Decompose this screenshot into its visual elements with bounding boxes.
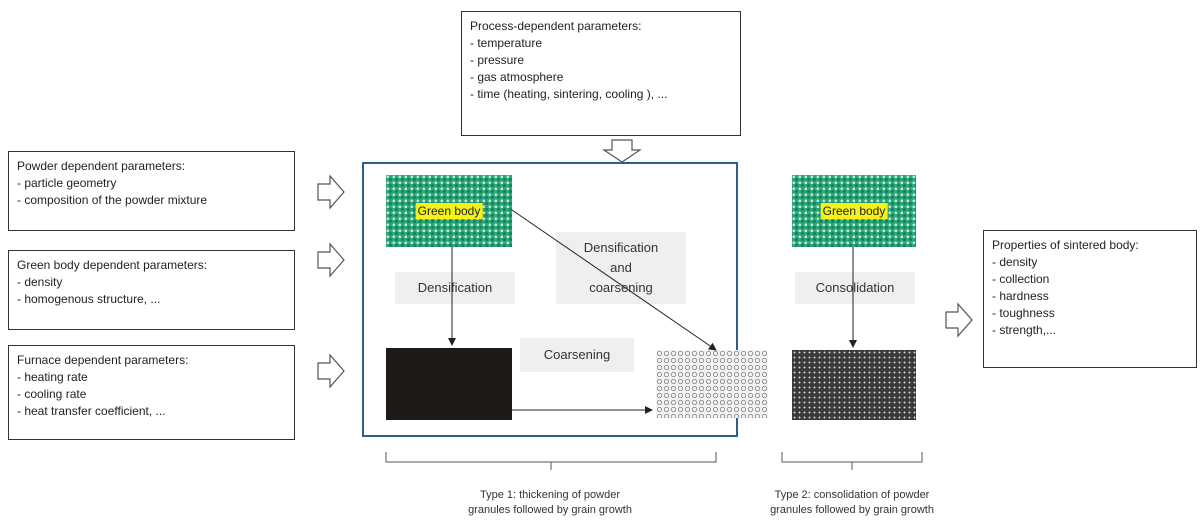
property-item: - hardness [992, 289, 1049, 303]
process-item: - temperature [470, 36, 543, 50]
type2-brace [781, 452, 923, 470]
green-body-parameters-box: Green body dependent parameters: - densi… [8, 250, 295, 330]
green-body-parameters-title: Green body dependent parameters: [17, 258, 208, 272]
green-body-item: - density [17, 275, 63, 289]
type1-brace [385, 452, 717, 470]
green-body-left-label: Green body [415, 203, 483, 219]
densification-text: Densification [417, 280, 493, 295]
process-parameters-box: Process-dependent parameters: - temperat… [461, 11, 741, 136]
type1-caption-line: Type 1: thickening of powder [479, 489, 621, 501]
process-item: - gas atmosphere [470, 70, 564, 84]
process-parameters-title: Process-dependent parameters: [470, 19, 642, 33]
green-body-item: - homogenous structure, ... [17, 292, 161, 306]
furnace-parameters-box: Furnace dependent parameters: - heating … [8, 345, 295, 440]
furnace-parameters-title: Furnace dependent parameters: [17, 353, 189, 367]
coarsening-text: Coarsening [543, 347, 611, 362]
densification-coarsening-arrow [511, 209, 717, 351]
input-arrow-icon [317, 174, 345, 210]
property-item: - density [992, 255, 1038, 269]
property-item: - collection [992, 272, 1050, 286]
consolidated-sample [792, 350, 916, 420]
type2-caption: Type 2: consolidation of powder granules… [722, 488, 982, 518]
input-arrow-icon [602, 139, 642, 163]
densified-sample [386, 348, 512, 420]
sintered-properties-box: Properties of sintered body: - density -… [983, 230, 1197, 368]
process-item: - time (heating, sintering, cooling ), .… [470, 87, 668, 101]
furnace-item: - cooling rate [17, 387, 87, 401]
powder-item: - composition of the powder mixture [17, 193, 208, 207]
densification-label: Densification [395, 272, 515, 304]
type1-caption: Type 1: thickening of powder granules fo… [420, 488, 680, 518]
powder-item: - particle geometry [17, 176, 117, 190]
densification-coarsening-label: Densification and coarsening [556, 232, 686, 304]
output-arrow-icon [945, 302, 973, 338]
green-body-right-sample: Green body [792, 175, 916, 247]
process-item: - pressure [470, 53, 525, 67]
type1-caption-line: granules followed by grain growth [468, 504, 632, 516]
type2-caption-line: granules followed by grain growth [770, 504, 934, 516]
type2-caption-line: Type 2: consolidation of powder [774, 489, 930, 501]
consolidation-label: Consolidation [795, 272, 915, 304]
green-body-right-label: Green body [820, 203, 888, 219]
densification-coarsening-line: coarsening [589, 280, 653, 295]
densification-coarsening-line: Densification [583, 240, 659, 255]
coarsened-sample [656, 350, 768, 418]
property-item: - toughness [992, 306, 1055, 320]
green-body-left-sample: Green body [386, 175, 512, 247]
coarsening-label: Coarsening [520, 338, 634, 372]
sintered-properties-title: Properties of sintered body: [992, 238, 1139, 252]
furnace-item: - heat transfer coefficient, ... [17, 404, 166, 418]
densification-coarsening-line: and [610, 260, 632, 275]
consolidation-text: Consolidation [815, 280, 895, 295]
input-arrow-icon [317, 242, 345, 278]
furnace-item: - heating rate [17, 370, 88, 384]
input-arrow-icon [317, 353, 345, 389]
property-item: - strength,... [992, 323, 1057, 337]
powder-parameters-title: Powder dependent parameters: [17, 159, 186, 173]
powder-parameters-box: Powder dependent parameters: - particle … [8, 151, 295, 231]
